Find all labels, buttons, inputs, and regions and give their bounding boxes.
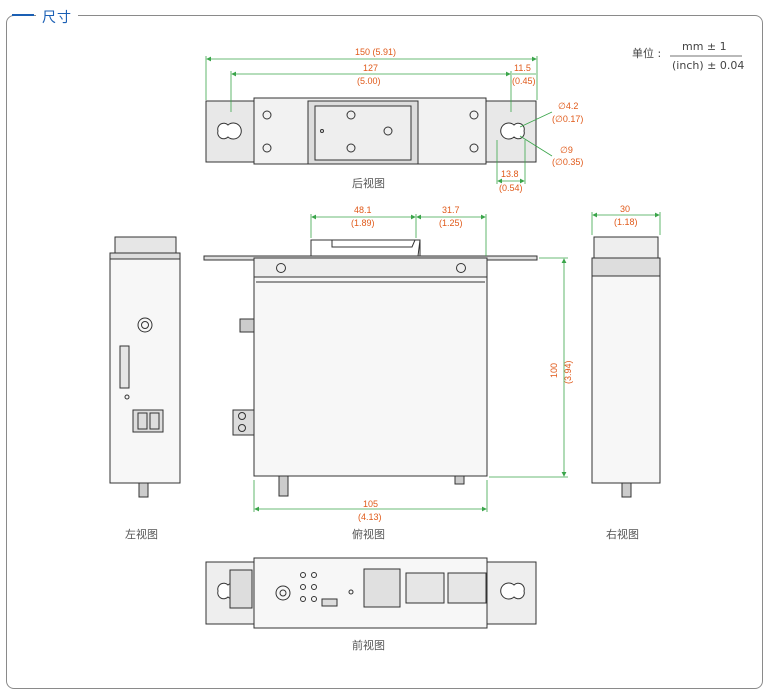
dim-105: 105 — [363, 499, 378, 509]
dim-150: 150 (5.91) — [355, 47, 396, 57]
caption-left-view: 左视图 — [125, 527, 158, 541]
top-view-dims — [253, 214, 568, 512]
dim-hole-4-2: ∅4.2 — [558, 101, 578, 111]
dim-31-7: 31.7 — [442, 205, 460, 215]
caption-front-view: 前视图 — [352, 638, 385, 652]
unit-legend: 单位 : mm ± 1 (inch) ± 0.04 — [632, 40, 744, 72]
dim-48-1-inch: (1.89) — [351, 218, 375, 228]
dim-11-5-inch: (0.45) — [512, 76, 536, 86]
right-view — [591, 236, 661, 498]
dim-31-7-inch: (1.25) — [439, 218, 463, 228]
front-view — [205, 557, 537, 629]
right-view-dims — [591, 212, 661, 235]
dim-hole-9: ∅9 — [560, 145, 573, 155]
dim-13-8-inch: (0.54) — [499, 183, 523, 193]
dim-hole-4-2-inch: (∅0.17) — [552, 114, 583, 124]
dim-100: 100 — [549, 363, 559, 378]
title-accent — [12, 14, 34, 16]
dim-hole-9-inch: (∅0.35) — [552, 157, 583, 167]
dim-30-inch: (1.18) — [614, 217, 638, 227]
unit-inch: (inch) ± 0.04 — [672, 59, 744, 72]
dim-30: 30 — [620, 204, 630, 214]
left-view — [109, 236, 181, 498]
back-view-dims — [205, 56, 553, 184]
caption-right-view: 右视图 — [606, 527, 639, 541]
dim-100-inch: (3.94) — [563, 360, 573, 384]
unit-mm: mm ± 1 — [682, 40, 727, 53]
dim-11-5: 11.5 — [514, 63, 531, 73]
top-view — [203, 239, 538, 497]
section-title: 尺寸 — [36, 7, 78, 27]
dimensions-frame — [6, 15, 763, 689]
dim-127: 127 — [363, 63, 378, 73]
dim-48-1: 48.1 — [354, 205, 372, 215]
dim-105-inch: (4.13) — [358, 512, 382, 522]
dim-13-8: 13.8 — [501, 169, 519, 179]
dim-127-inch: (5.00) — [357, 76, 381, 86]
caption-back-view: 后视图 — [352, 176, 385, 190]
unit-label: 单位 : — [632, 46, 661, 60]
back-view — [205, 97, 537, 165]
caption-top-view: 俯视图 — [352, 527, 385, 541]
